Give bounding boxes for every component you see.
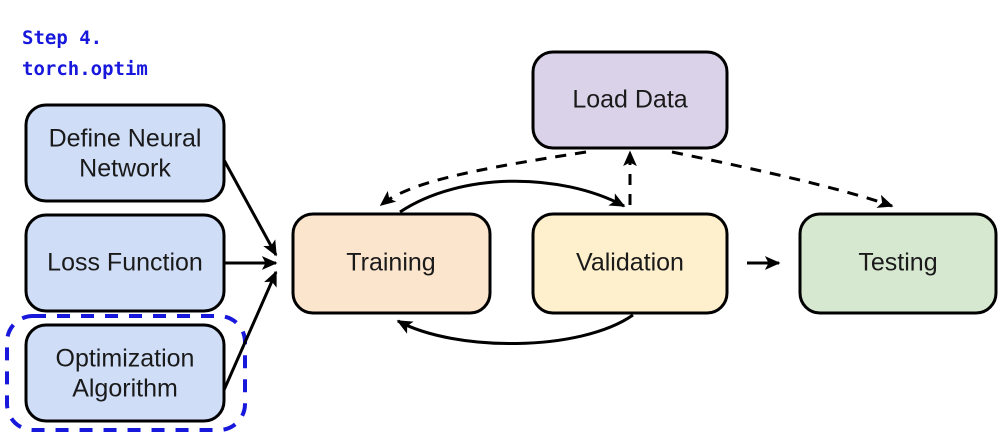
- node-loss-function-label: Loss Function: [47, 249, 203, 277]
- node-define-neural-network[interactable]: Define Neural Network: [24, 103, 226, 203]
- edge-validation-to-training: [396, 313, 634, 345]
- node-define-neural-network-shape[interactable]: [24, 103, 226, 203]
- node-optimization-algorithm-label-line2: Algorithm: [72, 375, 178, 403]
- node-define-neural-network-label-line1: Define Neural: [49, 125, 202, 153]
- optimizer-highlight-rect: [5, 314, 247, 432]
- node-optimization-algorithm-label-line1: Optimization: [56, 345, 195, 373]
- node-testing-shape[interactable]: [798, 212, 998, 315]
- node-optimization-algorithm-shape[interactable]: [24, 323, 226, 423]
- edge-define-neural-network-to-training: [222, 159, 278, 257]
- node-loss-function[interactable]: Loss Function: [24, 213, 226, 313]
- node-testing-label: Testing: [858, 249, 937, 277]
- node-load-data[interactable]: Load Data: [531, 50, 729, 150]
- node-load-data-shape[interactable]: [531, 50, 729, 150]
- step-title-line2: torch.optim: [22, 58, 148, 80]
- edge-optimization-algorithm-to-training: [222, 270, 278, 391]
- node-validation-shape[interactable]: [531, 212, 729, 315]
- node-validation-label: Validation: [576, 249, 684, 277]
- node-loss-function-shape[interactable]: [24, 213, 226, 313]
- node-training-label: Training: [346, 249, 435, 277]
- node-define-neural-network-label-line2: Network: [79, 155, 171, 183]
- node-training[interactable]: Training: [291, 212, 492, 315]
- step-title-line1: Step 4.: [22, 27, 102, 49]
- node-training-shape[interactable]: [291, 212, 492, 315]
- edge-training-to-validation: [399, 179, 626, 214]
- edge-load-data-to-testing: [671, 150, 894, 208]
- node-optimization-algorithm[interactable]: Optimization Algorithm: [24, 323, 226, 423]
- node-testing[interactable]: Testing: [798, 212, 998, 315]
- node-load-data-label: Load Data: [572, 86, 687, 114]
- edge-load-data-to-training: [379, 150, 587, 207]
- node-validation[interactable]: Validation: [531, 212, 729, 315]
